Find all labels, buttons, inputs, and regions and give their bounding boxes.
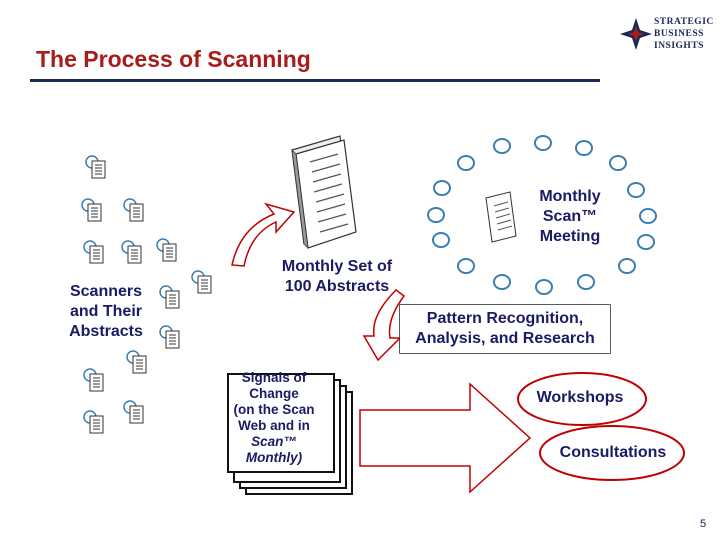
signals-label-italic-line: Scan™ [251,434,297,449]
scanner-icon [157,239,176,261]
logo-line: STRATEGIC [654,17,714,27]
signals-label-line: (on the Scan [233,402,315,417]
signals-label-line: Signals of [241,370,307,385]
scanner-icon [160,286,179,308]
signals-label-italic-line: Monthly) [245,450,303,465]
scanner-icon [84,241,103,263]
scanners-label-line: and Their [69,303,142,320]
scanner-icon [127,351,146,373]
meeting-label-line: Monthly [539,188,601,205]
scanner-icon [82,199,101,221]
company-logo: STRATEGIC BUSINESS INSIGHTS [620,14,715,58]
logo-wordmark: STRATEGIC BUSINESS INSIGHTS [654,16,714,52]
title-underline [30,79,600,82]
scanner-icon [122,241,141,263]
workshops-ellipse [517,372,647,426]
scanners-label-line: Scanners [69,283,143,300]
arrow-to-outputs [359,382,532,494]
scanners-label: Scanners and Their Abstracts [58,282,154,342]
pattern-label-line: Analysis, and Research [415,330,595,347]
logo-star-icon [620,18,652,50]
monthly-set-label: Monthly Set of 100 Abstracts [262,257,412,297]
meeting-label-line: Scan™ [542,208,598,225]
meeting-document-icon [485,191,517,243]
page-title: The Process of Scanning [36,46,311,72]
scanner-icon [124,401,143,423]
pattern-label-line: Pattern Recognition, [426,310,584,327]
scanners-label-line: Abstracts [69,323,143,340]
logo-line: INSIGHTS [654,41,704,51]
monthly-set-label-line: 100 Abstracts [284,278,390,295]
logo-line: BUSINESS [654,29,704,39]
signals-label-line: Change [249,386,299,401]
meeting-label: Monthly Scan™ Meeting [522,187,618,247]
scanner-icon [160,326,179,348]
workshops-label: Workshops [536,389,624,406]
scanner-icon [192,271,211,293]
signals-of-change-label: Signals of Change (on the Scan Web and i… [228,370,320,466]
curved-arrow-to-signals [362,289,406,362]
curved-arrow-to-abstracts [231,202,296,267]
consultations-ellipse [539,425,685,481]
page-number: 5 [700,518,707,530]
scanner-icon [86,156,105,178]
scanner-icon [84,369,103,391]
signals-label-line: Web and in [238,418,310,433]
pattern-recognition-label: Pattern Recognition, Analysis, and Resea… [400,305,610,353]
consultations-label: Consultations [559,444,667,461]
abstracts-stack-icon [291,135,357,250]
meeting-label-line: Meeting [539,228,601,245]
monthly-set-label-line: Monthly Set of [281,258,393,275]
signals-pages-stack [227,373,353,495]
scanner-icon [84,411,103,433]
scanner-icon [124,199,143,221]
